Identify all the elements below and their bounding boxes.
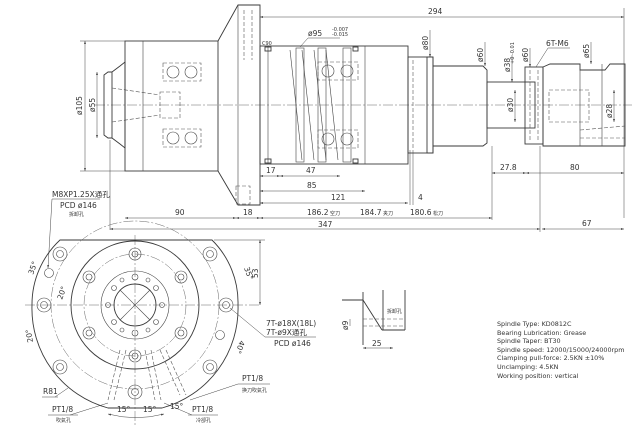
thread-6t-m6: 6T-M6 [546,39,569,48]
flange-outline [31,239,239,409]
coupling-flange [524,66,544,145]
angle-15-a: 15° [117,405,131,414]
rotary-coupling [542,63,626,147]
pt-right-label: 换刀吹氣孔 [242,387,267,394]
dim-80: 80 [570,163,580,172]
detail-removal-label: 拆卸孔 [387,308,402,315]
front-housing [124,40,219,172]
inner-small-holes [105,273,165,337]
dim-d95-tol-upper: -0.007 [332,27,348,33]
air-channels [107,349,187,401]
removal-hole-detail: 拆卸孔 ø9 25 [341,290,406,349]
pt-left-label: 吹氣孔 [56,417,71,424]
front-bearings [162,62,202,148]
note-pcd-146-b: PCD ø146 [274,339,311,348]
dim-184-7: 184.7 [360,208,382,217]
center-lines-star [119,289,151,321]
angle-20-lower: 20° [24,328,35,343]
dim-d105: ø105 [75,96,84,115]
spec-line: Spindle Type: KD0812C [497,320,572,328]
label-clamp: 夹刀 [383,210,393,217]
dim-d95-tol-lower: -0.015 [332,32,348,38]
dim-186-2: 186.2 [307,208,329,217]
detail-25: 25 [372,339,382,348]
dim-4: 4 [418,193,423,202]
dim-67: 67 [582,219,592,228]
spec-line: Bearing Lubrication: Grease [497,328,587,337]
dim-17: 17 [266,166,276,175]
note-m8-thread: M8XP1.25X通孔 [52,189,110,199]
angle-15-c: 15° [170,402,184,411]
note-7t-d18: 7T-ø18X(18L) [266,319,316,328]
side-view: 294 ø105 ø55 C90 ø95 -0.007 -0.015 ø80 ø… [75,4,632,232]
dim-d60a: ø60 [476,48,485,62]
spec-line: Unclamping: 4.5KN [497,362,559,371]
angle-35-right: 35° [242,266,255,282]
dim-47: 47 [306,166,316,175]
note-7t-d9: 7T-ø9X通孔 [266,327,307,337]
dim-121: 121 [331,193,346,202]
dim-d65: ø65 [582,44,591,58]
chamfer-c90: C90 [262,41,272,47]
pcd-holes [44,247,225,363]
label-empty-tool: 空刀 [330,210,340,217]
radius-r81: R81 [43,387,58,396]
spec-line: Spindle speed: 12000/15000/24000rpm [497,345,625,354]
spec-block: Spindle Type: KD0812C Bearing Lubricatio… [497,320,624,380]
spec-line: Clamping pull-force: 2.5KN ±10% [497,354,605,363]
dim-d95: ø95 [308,29,322,38]
angle-40: 40° [233,339,246,355]
pcd-circle [83,253,187,357]
pt-bottom-right-label: 冷卻孔 [196,417,211,424]
dim-53: 53 [251,268,260,278]
dim-294: 294 [428,7,443,16]
outer-mounting-holes [36,246,234,400]
dim-18: 18 [243,208,253,217]
rear-bearings [317,61,359,149]
dim-d55: ø55 [88,98,97,112]
dim-d80: ø80 [421,36,430,50]
dim-347: 347 [318,220,333,229]
angle-20: 20° [55,285,68,301]
pt-left: PT1/8 [52,405,73,414]
dim-90: 90 [175,208,185,217]
label-unclamp: 松刀 [433,210,443,217]
detail-d9: ø9 [341,320,350,330]
dim-85: 85 [307,181,317,190]
dim-d38-tol: +0 -0.01 [510,42,516,64]
angle-15-b: 15° [143,405,157,414]
spec-line: Working position: vertical [497,371,579,380]
body-circle [70,240,200,370]
dim-d28: ø28 [605,104,614,118]
dim-d38: ø38 [503,58,512,72]
drive-shaft [486,81,536,129]
dim-d60b: ø60 [521,48,530,62]
note-pcd-146-a: PCD ø146 [60,201,97,210]
pt-right: PT1/8 [242,374,263,383]
spec-line: Spindle Taper: BT30 [497,337,561,346]
dim-180-6: 180.6 [410,208,432,217]
front-view: M8XP1.25X通孔 PCD ø146 拆卸孔 35° 20° 20° 35°… [24,189,316,425]
dim-27-8: 27.8 [500,163,517,172]
pt-bottom-right: PT1/8 [192,405,213,414]
angle-35-left: 35° [26,260,39,276]
rear-housing [433,65,488,147]
coolant-spiral [264,46,359,164]
dim-d30: ø30 [506,98,515,112]
note-removal-hole: 拆卸孔 [69,211,84,218]
